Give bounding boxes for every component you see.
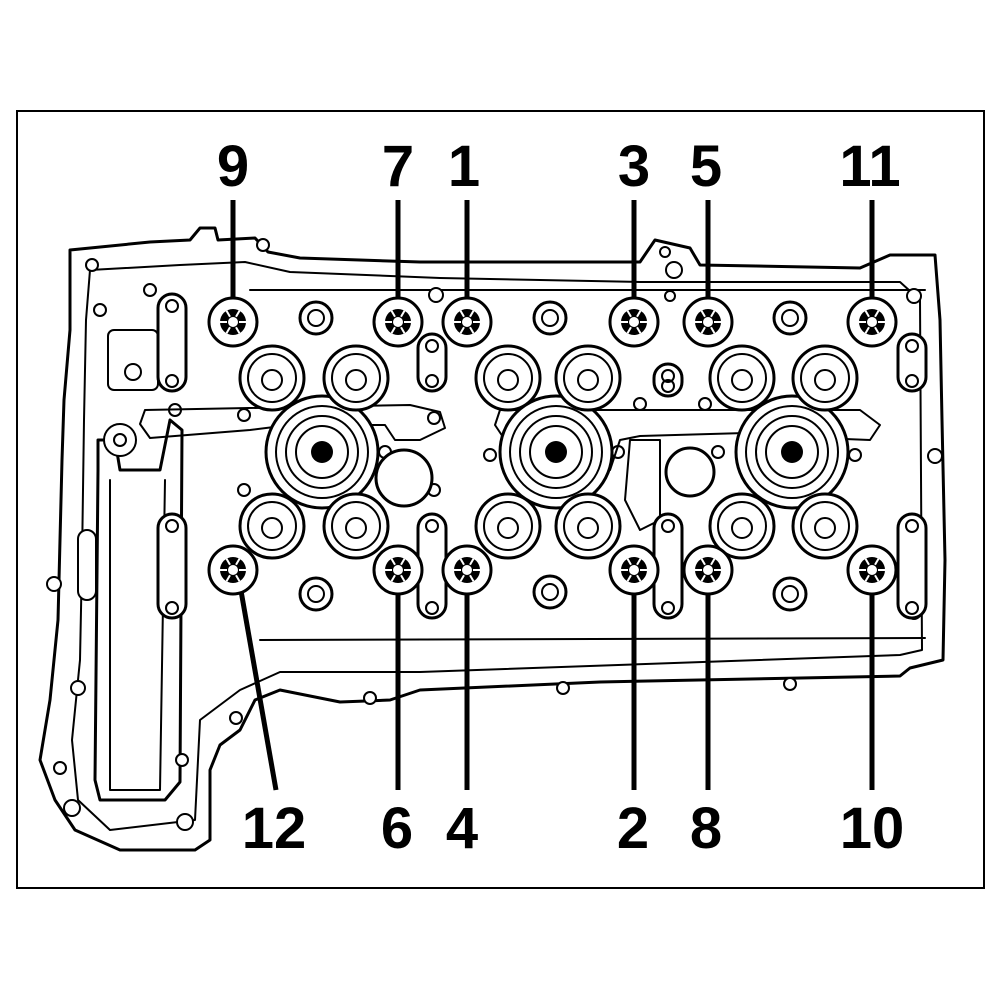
valve-tappet [708, 492, 776, 560]
bolt-label-12: 12 [242, 796, 307, 861]
bolt-slot [896, 332, 928, 393]
leader-lines [230, 200, 875, 791]
spark-plug-boss [772, 576, 808, 612]
bolt-label-3: 3 [618, 134, 650, 199]
bolt-label-5: 5 [690, 134, 722, 199]
spark-plug-boss [298, 576, 334, 612]
spark-plug-boss [298, 300, 334, 336]
head-bolt [846, 544, 898, 596]
valve-tappet [238, 492, 306, 560]
bolt-slot [156, 292, 188, 393]
bolt-labels-top: 9 7 1 3 5 11 [217, 134, 901, 199]
head-bolt [441, 544, 493, 596]
spark-plug-boss [532, 300, 568, 336]
head-bolt [608, 544, 660, 596]
head-bolt [682, 544, 734, 596]
head-bolt [682, 296, 734, 348]
bolt-label-1: 1 [448, 134, 480, 199]
cam-journals [264, 394, 850, 510]
valve-tappet [791, 344, 859, 412]
bolt-label-9: 9 [217, 134, 249, 199]
bolt-slot [416, 332, 448, 393]
head-bolt [846, 296, 898, 348]
valve-tappet [322, 344, 390, 412]
studs [156, 292, 928, 620]
bolt-label-11: 11 [839, 134, 900, 199]
cam-journal-left [264, 394, 380, 510]
valve-tappet [474, 344, 542, 412]
head-bolt [207, 544, 259, 596]
valve-tappet [238, 344, 306, 412]
bolt-label-10: 10 [840, 796, 905, 861]
head-bolt [372, 544, 424, 596]
diagram-frame [16, 110, 985, 889]
bolt-label-7: 7 [382, 134, 414, 199]
head-bolt [441, 296, 493, 348]
head-bolt [372, 296, 424, 348]
bolt-slot [896, 512, 928, 620]
valve-tappet [474, 492, 542, 560]
bolt-slot [416, 512, 448, 620]
valve-tappet [791, 492, 859, 560]
head-bolts [207, 296, 898, 596]
valve-tappet [708, 344, 776, 412]
valve-tappet [322, 492, 390, 560]
bolt-slot [156, 512, 188, 620]
bolt-label-4: 4 [446, 796, 478, 861]
valve-tappet [554, 344, 622, 412]
head-bolt [207, 296, 259, 348]
bolt-slot [652, 362, 684, 398]
cam-journal-center [498, 394, 614, 510]
bolt-label-8: 8 [690, 796, 722, 861]
valve-tappet [554, 492, 622, 560]
bolt-labels-bottom: 12 6 4 2 8 10 [242, 796, 905, 861]
head-bolt [608, 296, 660, 348]
spark-plug-boss [772, 300, 808, 336]
bolt-label-6: 6 [381, 796, 413, 861]
valve-tappets [238, 344, 859, 560]
cam-journal-right [734, 394, 850, 510]
bolt-label-2: 2 [617, 796, 649, 861]
spark-plug-boss [532, 574, 568, 610]
